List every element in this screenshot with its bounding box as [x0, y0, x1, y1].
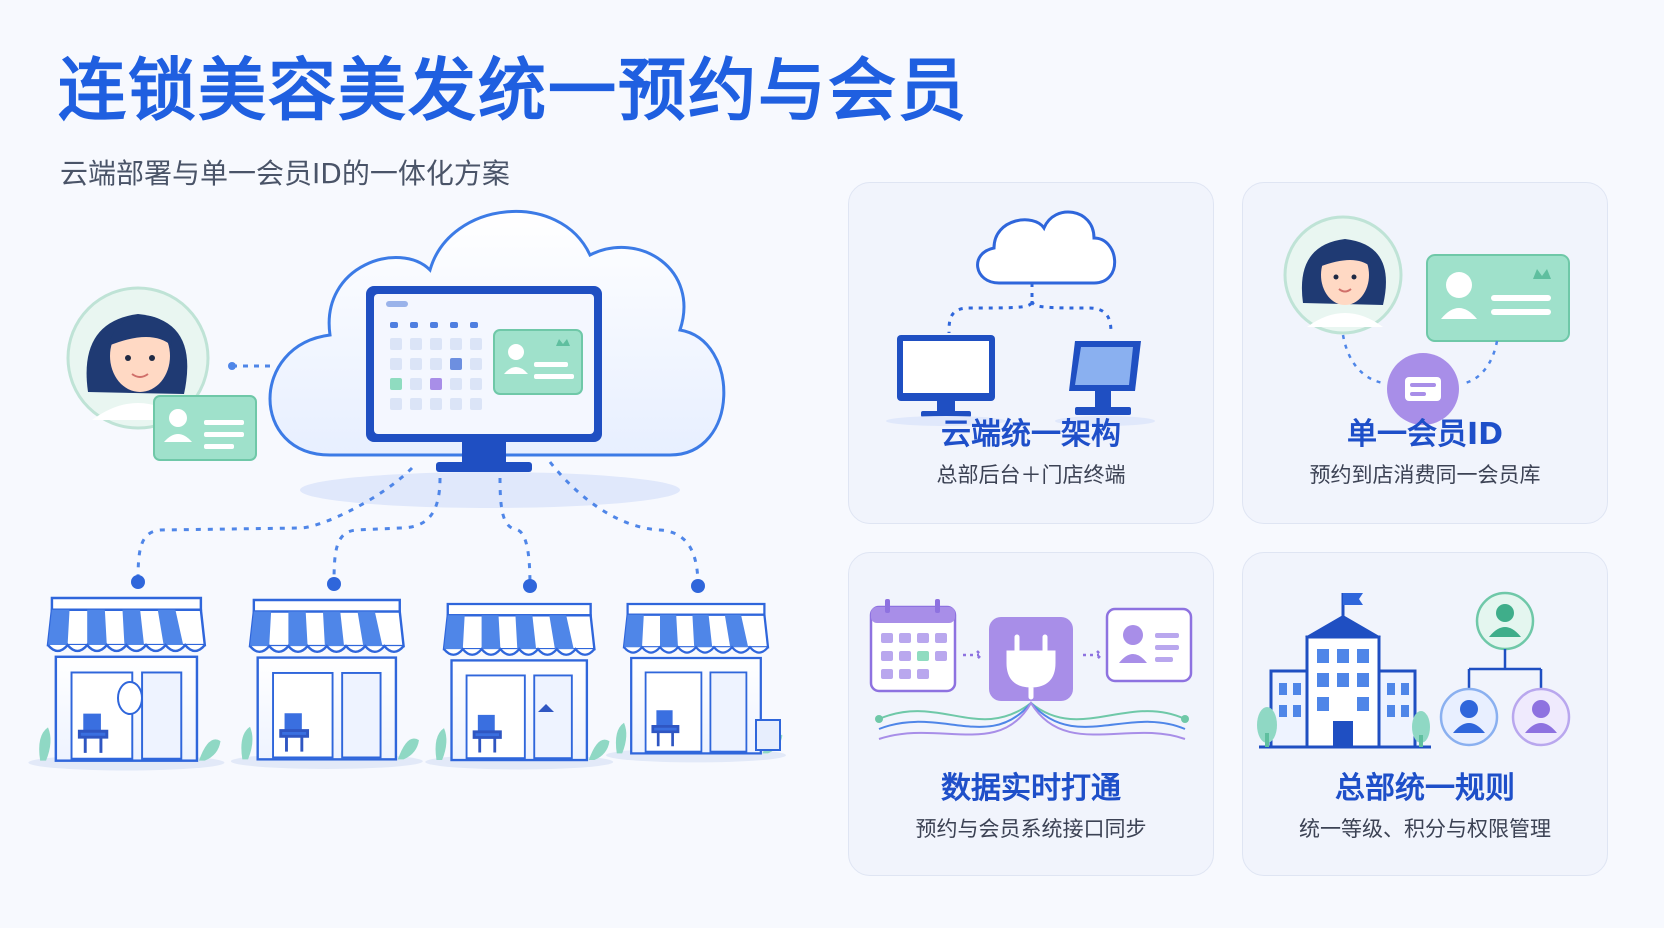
cloud-terminals-icon	[886, 210, 1155, 426]
salon-store-3	[423, 602, 615, 771]
card-title: 云端统一架构	[941, 417, 1121, 452]
card-realtime-data: 数据实时打通 预约与会员系统接口同步	[848, 552, 1214, 876]
card-single-member-id: 单一会员ID 预约到店消费同一会员库	[1242, 182, 1608, 524]
salon-store-2	[229, 598, 425, 771]
card-description: 预约与会员系统接口同步	[915, 817, 1147, 841]
page-title: 连锁美容美发统一预约与会员	[58, 52, 969, 131]
card-cloud-architecture: 云端统一架构 总部后台＋门店终端	[848, 182, 1214, 524]
card-title: 总部统一规则	[1335, 771, 1515, 806]
card-description: 统一等级、积分与权限管理	[1299, 817, 1551, 841]
headquarters-icon	[1257, 591, 1571, 749]
card-title: 数据实时打通	[941, 771, 1121, 806]
card-headquarters-rules: 总部统一规则 统一等级、积分与权限管理	[1242, 552, 1608, 876]
page-subtitle: 云端部署与单一会员ID的一体化方案	[60, 157, 510, 190]
plug-sync-icon	[869, 599, 1193, 740]
member-id-icon	[1283, 215, 1570, 425]
cloud-network-illustration	[26, 209, 788, 772]
card-title: 单一会员ID	[1346, 417, 1504, 452]
card-description: 预约到店消费同一会员库	[1309, 463, 1541, 487]
card-description: 总部后台＋门店终端	[936, 463, 1126, 487]
